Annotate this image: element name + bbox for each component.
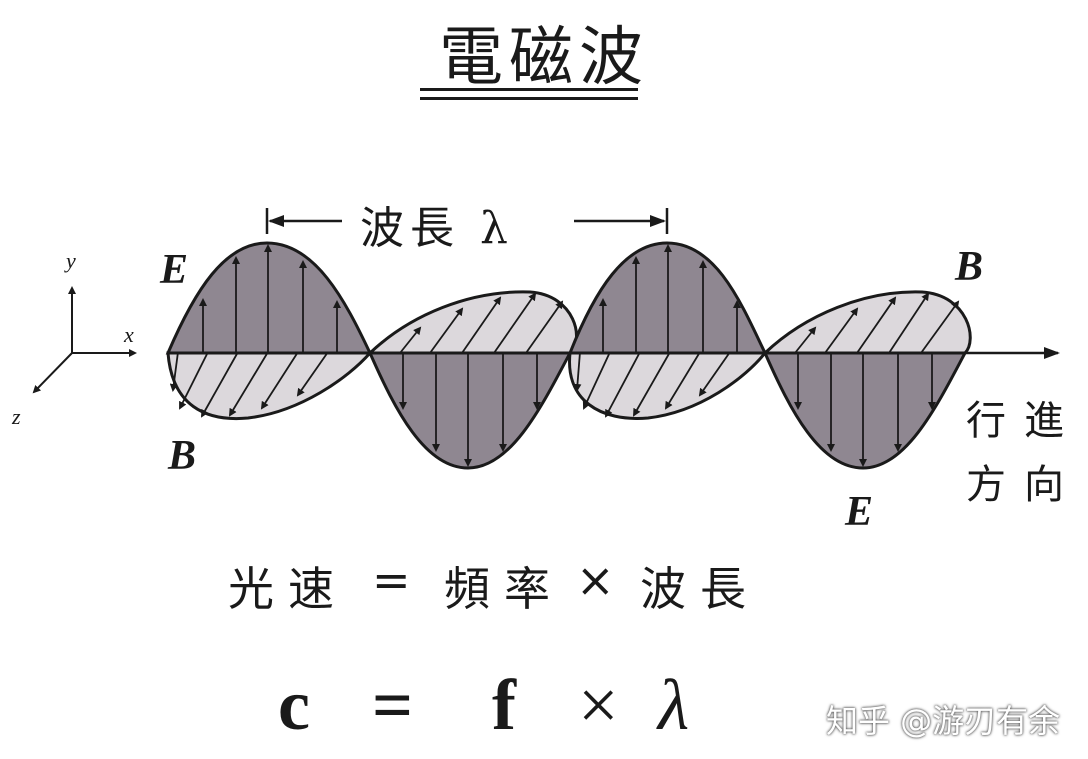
z-axis-line (32, 352, 73, 394)
equation-text-eq: = (372, 553, 425, 607)
b-arrow (582, 351, 611, 410)
b-arrow (856, 296, 897, 354)
b-field-label-right: B (955, 244, 984, 290)
z-axis-label: z (12, 404, 21, 429)
e-field-lobe-1 (165, 241, 373, 355)
direction-label-line2: 方向 (966, 462, 1082, 508)
b-arrow (794, 326, 817, 354)
b-arrow (169, 351, 179, 392)
equation-symbol-c: c (278, 665, 310, 745)
b-field-lobe-4 (761, 290, 972, 355)
equation-symbol-eq: = (372, 665, 414, 745)
b-arrow (824, 307, 859, 354)
y-axis-label: y (66, 248, 76, 273)
b-arrow (461, 296, 502, 354)
b-arrow (296, 351, 329, 397)
b-arrow (664, 351, 701, 410)
b-field-lobe-1 (166, 351, 374, 421)
b-arrow (920, 300, 960, 354)
b-arrow (429, 307, 464, 354)
coordinate-axes (32, 286, 137, 394)
equation-text-times: × (576, 553, 629, 607)
b-field-arrows (169, 292, 960, 418)
b-field-label-left: B (168, 433, 197, 479)
b-arrow (888, 292, 930, 354)
b-arrow (201, 351, 239, 418)
e-field-label-right: E (845, 489, 874, 535)
equation-text-wavelength: 波長 (640, 562, 760, 616)
b-arrow (698, 351, 731, 397)
direction-label-line1: 行進 (966, 398, 1082, 444)
b-arrow (228, 351, 269, 417)
equation-text-frequency: 頻率 (444, 562, 564, 616)
e-field-label-left: E (160, 247, 189, 293)
b-arrow (399, 326, 422, 354)
b-arrow (633, 351, 671, 417)
watermark: 知乎 @游刃有余 (826, 702, 1061, 740)
page-title: 電磁波 (439, 21, 649, 95)
b-arrow (260, 351, 299, 410)
title-underline-top (420, 88, 638, 91)
equation-text-lhs: 光速 (228, 562, 348, 616)
wavelength-label: 波長 λ (360, 203, 514, 254)
equation-symbol-times: × (578, 665, 619, 745)
equation-symbol-f: f (492, 665, 516, 745)
title-underline-bottom (420, 97, 638, 100)
e-field-lobe-4 (762, 351, 968, 470)
e-field-arrows (199, 244, 936, 467)
equation-symbol-lambda: λ (658, 665, 690, 745)
b-field-lobe-3 (568, 351, 769, 420)
b-arrow (573, 351, 582, 392)
b-arrow (605, 351, 641, 418)
e-field-lobe-2 (367, 351, 573, 470)
b-arrow (525, 300, 564, 354)
b-arrow (493, 292, 537, 354)
b-arrow (179, 351, 209, 410)
b-field-lobe-2 (366, 290, 578, 355)
wavelength-dimension (265, 208, 669, 234)
x-axis-label: x (124, 322, 134, 347)
